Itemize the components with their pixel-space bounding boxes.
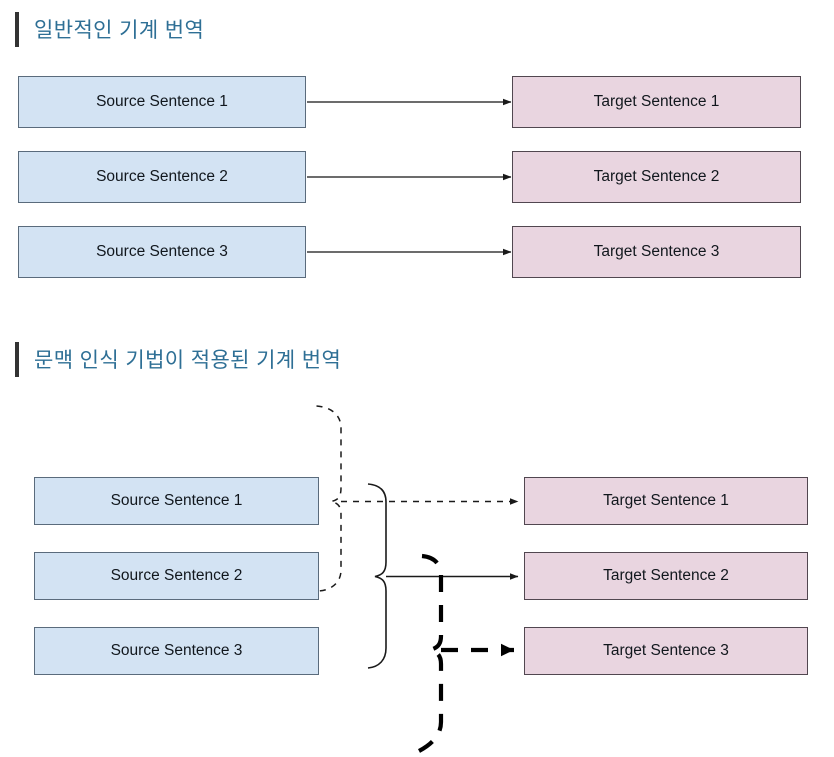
- node-label: Target Sentence 1: [603, 492, 729, 509]
- node-label: Target Sentence 3: [603, 642, 729, 659]
- node-source-sentence-2: Source Sentence 2: [18, 151, 306, 203]
- node-label: Source Sentence 3: [96, 243, 228, 260]
- brace-solid-thin-group2: [367, 483, 387, 669]
- node-target-sentence-1-ctx: Target Sentence 1: [524, 477, 808, 525]
- node-label: Source Sentence 3: [110, 642, 243, 659]
- section-heading-plain-mt: 일반적인 기계 번역: [15, 11, 204, 47]
- node-label: Target Sentence 1: [593, 93, 720, 110]
- node-label: Target Sentence 3: [593, 243, 720, 260]
- heading-accent-bar: [15, 341, 19, 377]
- node-target-sentence-3-ctx: Target Sentence 3: [524, 627, 808, 675]
- node-label: Source Sentence 2: [110, 567, 243, 584]
- brace-dashed-thick-group3: [417, 553, 444, 753]
- section-heading-context-aware-mt: 문맥 인식 기법이 적용된 기계 번역: [15, 341, 341, 377]
- node-label: Source Sentence 2: [96, 168, 228, 185]
- section-title: 일반적인 기계 번역: [34, 19, 205, 42]
- node-label: Source Sentence 1: [96, 93, 228, 110]
- node-target-sentence-3: Target Sentence 3: [512, 226, 801, 278]
- node-label: Target Sentence 2: [593, 168, 720, 185]
- brace-dashed-thin-group1: [316, 405, 342, 592]
- section-title: 문맥 인식 기법이 적용된 기계 번역: [34, 349, 342, 372]
- node-source-sentence-1-ctx: Source Sentence 1: [34, 477, 319, 525]
- heading-accent-bar: [15, 11, 19, 47]
- node-source-sentence-3-ctx: Source Sentence 3: [34, 627, 319, 675]
- node-source-sentence-1: Source Sentence 1: [18, 76, 306, 128]
- node-source-sentence-3: Source Sentence 3: [18, 226, 306, 278]
- node-label: Target Sentence 2: [603, 567, 729, 584]
- node-source-sentence-2-ctx: Source Sentence 2: [34, 552, 319, 600]
- node-target-sentence-2-ctx: Target Sentence 2: [524, 552, 808, 600]
- node-target-sentence-1: Target Sentence 1: [512, 76, 801, 128]
- node-label: Source Sentence 1: [110, 492, 243, 509]
- node-target-sentence-2: Target Sentence 2: [512, 151, 801, 203]
